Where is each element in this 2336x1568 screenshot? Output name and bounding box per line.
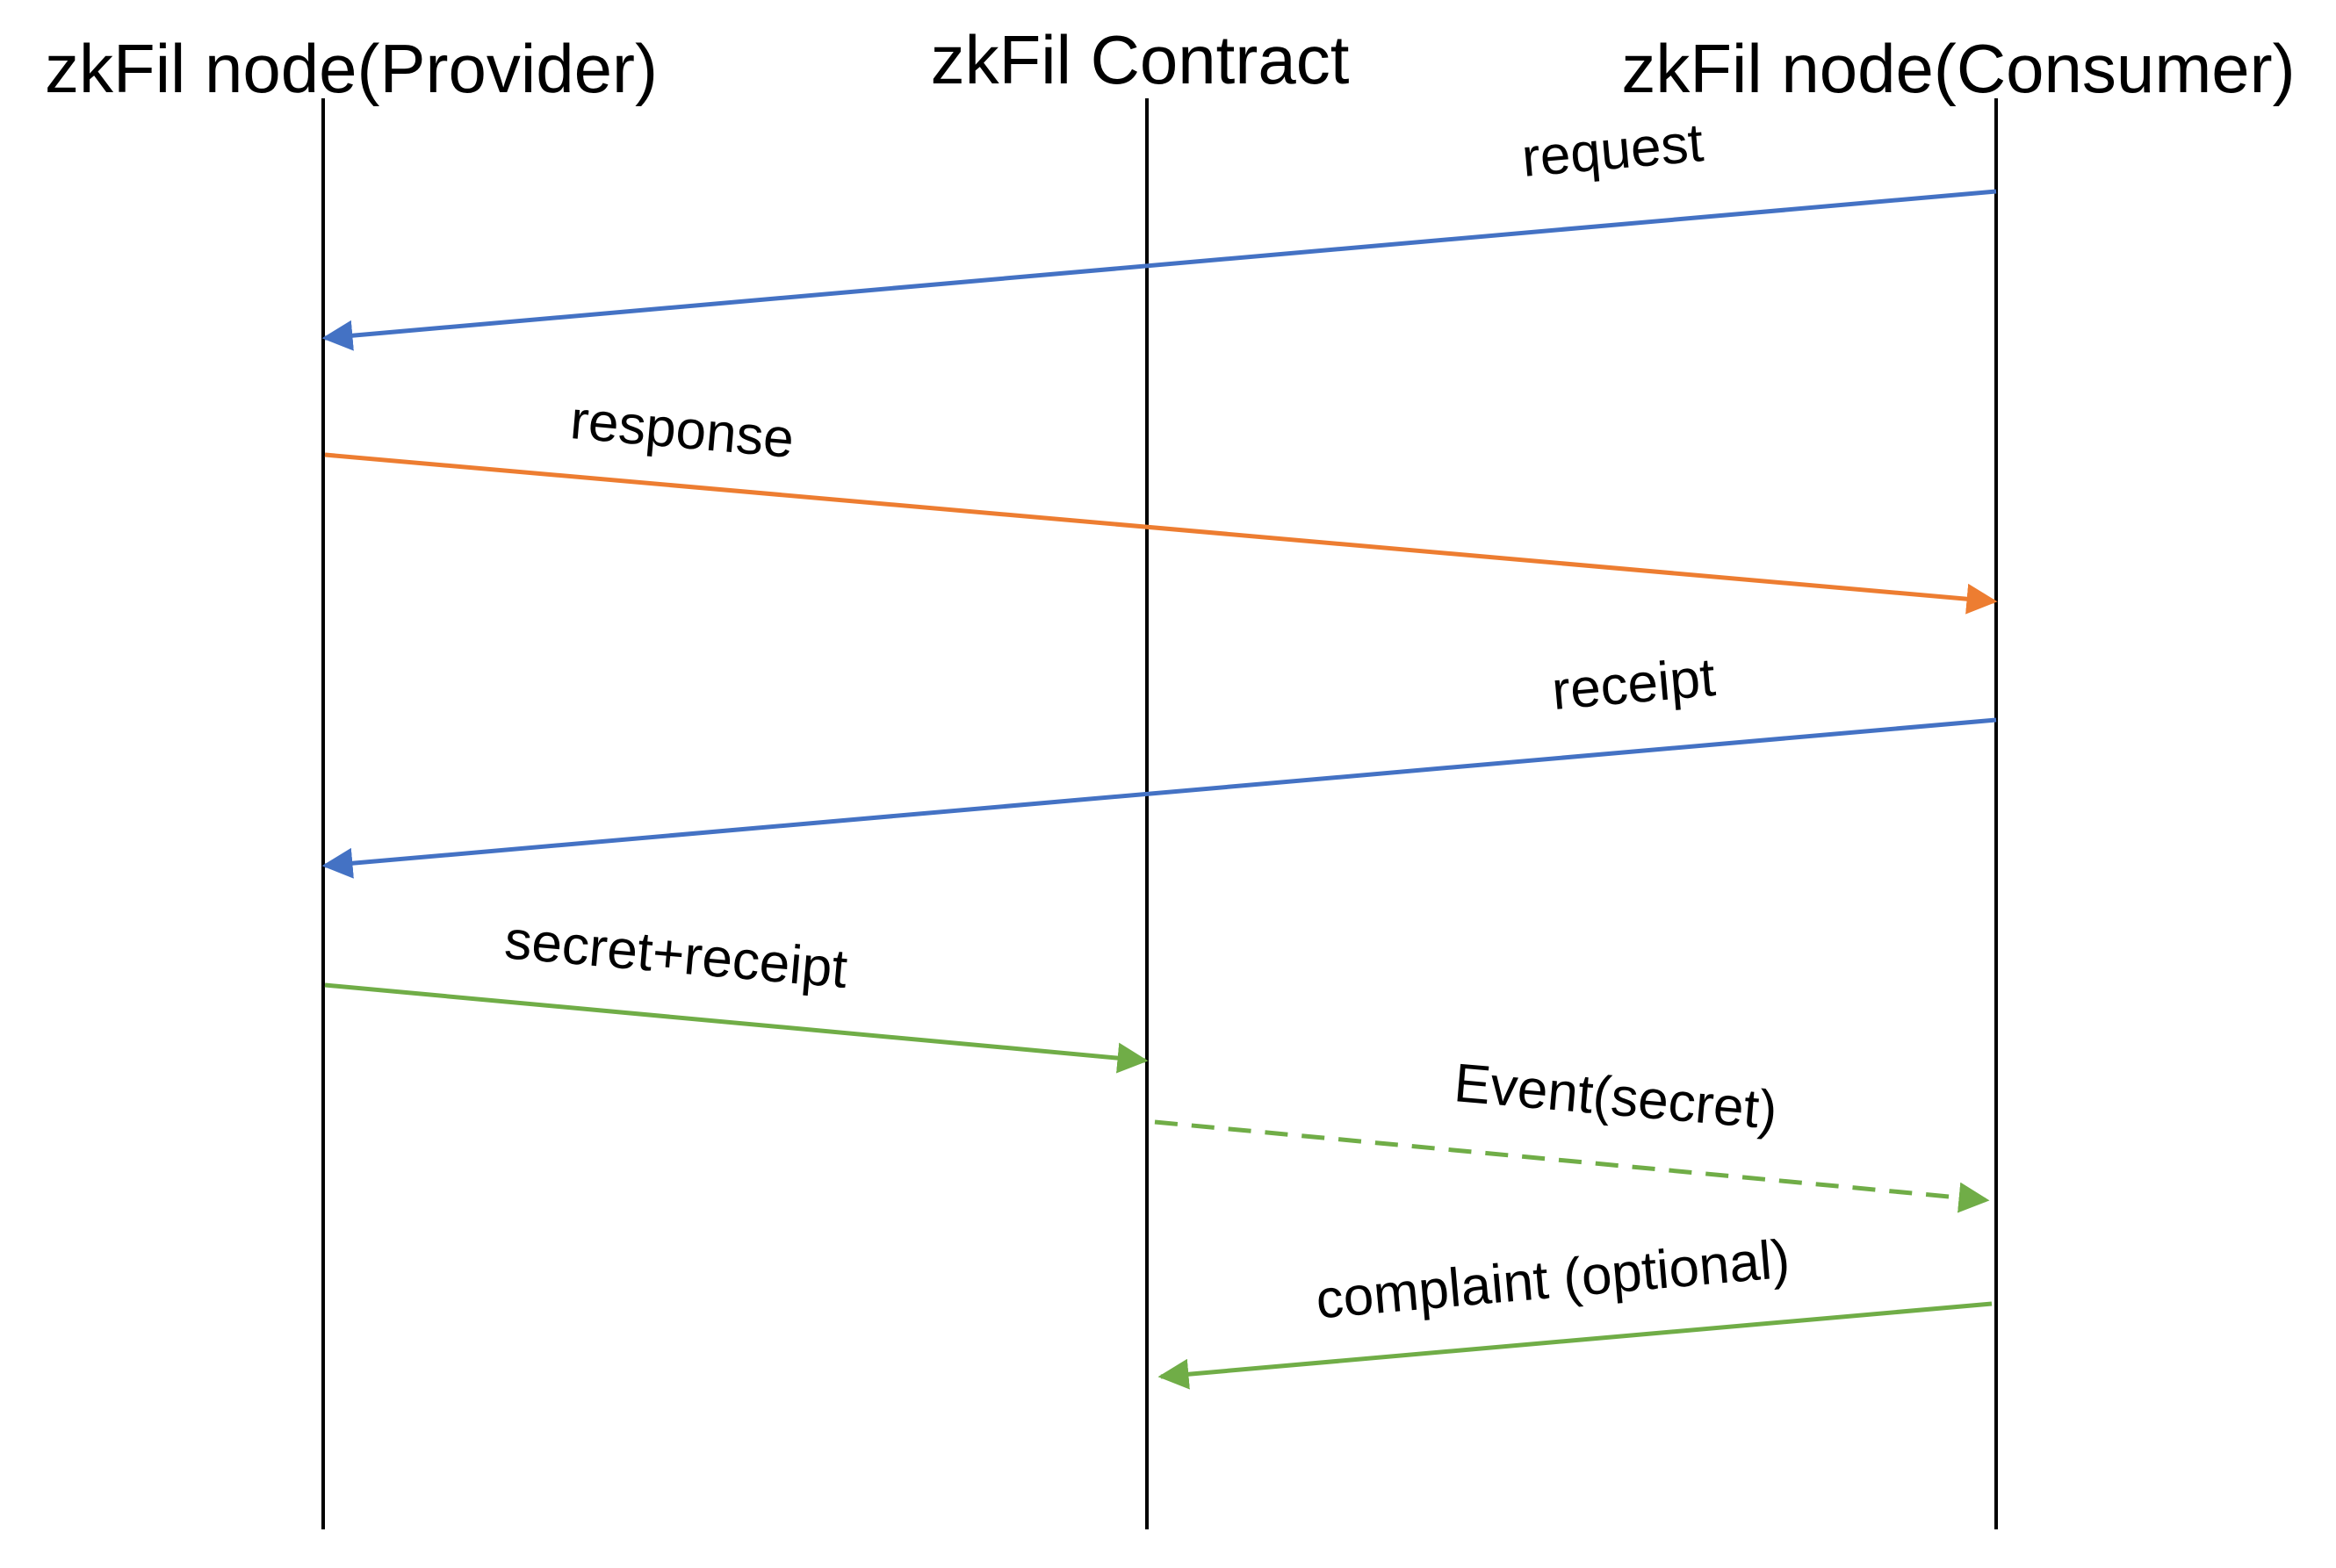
message-label-secret-receipt: secret+receipt <box>502 910 850 1000</box>
message-arrow-response <box>324 452 1998 615</box>
message-arrow-receipt <box>321 717 1997 879</box>
actor-title-consumer: zkFil node(Consumer) <box>1621 30 2295 107</box>
message-label-receipt: receipt <box>1550 647 1718 722</box>
actor-title-provider: zkFil node(Provider) <box>45 30 658 107</box>
message-arrow-request <box>321 189 1997 351</box>
message-label-request: request <box>1519 112 1705 189</box>
message-arrow-complaint <box>1157 1301 1993 1390</box>
message-label-complaint: complaint (optional) <box>1314 1229 1792 1331</box>
message-arrow-event-secret <box>1154 1119 1990 1213</box>
message-arrow-secret-receipt <box>324 982 1149 1074</box>
actor-title-contract: zkFil Contract <box>931 21 1350 98</box>
message-label-response: response <box>568 390 797 470</box>
message-label-event-secret: Event(secret) <box>1452 1053 1779 1141</box>
